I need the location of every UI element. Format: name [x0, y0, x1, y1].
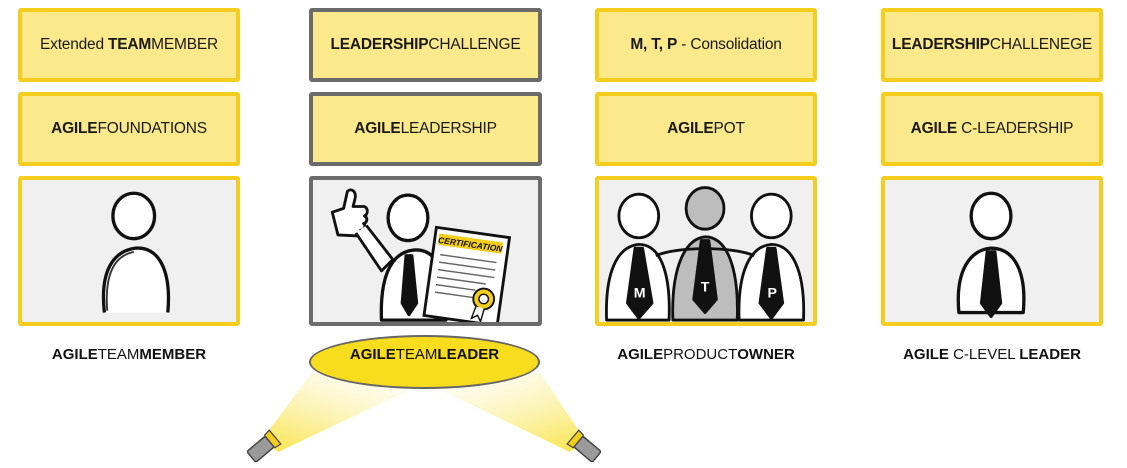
top-box: Extended TEAMMEMBER [18, 8, 240, 82]
top-box: M, T, P - Consolidation [595, 8, 817, 82]
top-box: LEADERSHIPCHALLENGE [309, 8, 542, 82]
thumbs-up-icon [330, 188, 395, 273]
highlight-ellipse [309, 335, 540, 389]
role-label: AGILEPRODUCTOWNER [617, 346, 795, 363]
group-icon [605, 186, 806, 322]
certificate-icon: CERTIFICATION [422, 225, 512, 322]
spotlight-left-icon [246, 429, 282, 463]
person-icon [956, 191, 1026, 318]
role-label: AGILETEAMMEMBER [51, 346, 207, 363]
tie-letter-p: P [768, 285, 777, 301]
illustration-team-member [18, 176, 240, 326]
middle-box: AGILEFOUNDATIONS [18, 92, 240, 166]
illustration-product-owner: M T P [595, 176, 817, 326]
middle-box: AGILELEADERSHIP [309, 92, 542, 166]
middle-box: AGILE C-LEADERSHIP [881, 92, 1103, 166]
illustration-c-level-leader [881, 176, 1103, 326]
role-label: AGILETEAMLEADER [349, 346, 500, 363]
tie-letter-m: M [634, 285, 646, 301]
tie-letter-t: T [701, 280, 710, 296]
top-box: LEADERSHIPCHALLENEGE [881, 8, 1103, 82]
person-icon [101, 191, 171, 313]
illustration-team-leader: CERTIFICATION [309, 176, 542, 326]
middle-box: AGILEPOT [595, 92, 817, 166]
spotlight-right-icon [566, 429, 602, 463]
role-label: AGILE C-LEVEL LEADER [903, 346, 1081, 363]
